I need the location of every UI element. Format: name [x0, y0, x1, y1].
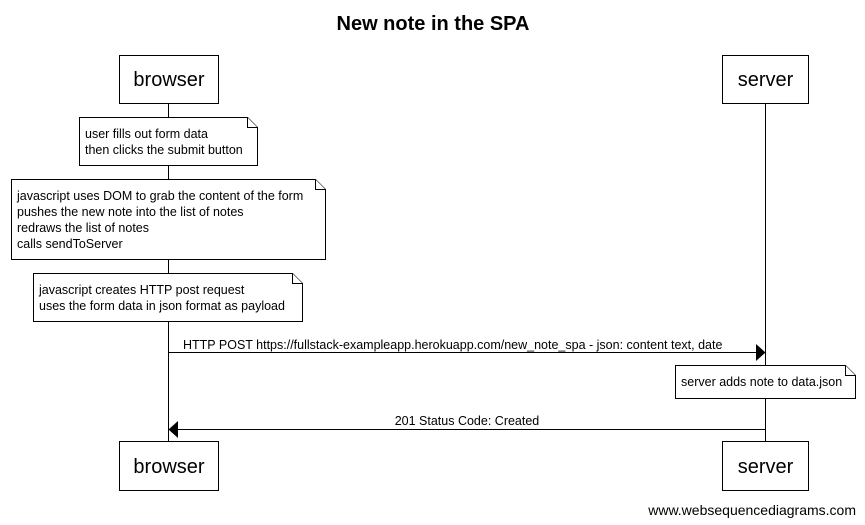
browser-actor-label: browser: [133, 456, 204, 478]
note-line: server adds note to data.json: [681, 375, 842, 389]
note-line: redraws the list of notes: [17, 221, 149, 235]
note-javascript-dom: javascript uses DOM to grab the content …: [11, 179, 326, 260]
note-line: javascript creates HTTP post request: [38, 283, 245, 297]
message-201-created: 201 Status Code: Created: [168, 414, 766, 438]
note-line: javascript uses DOM to grab the content …: [16, 189, 303, 203]
note-line: user fills out form data: [85, 127, 208, 141]
browser-actor-bottom: browser: [119, 441, 219, 491]
note-line: pushes the new note into the list of not…: [17, 205, 244, 219]
browser-actor-top: browser: [119, 55, 219, 104]
message-label: HTTP POST https://fullstack-exampleapp.h…: [183, 338, 722, 352]
server-actor-bottom: server: [722, 441, 809, 491]
note-line: calls sendToServer: [17, 237, 123, 251]
message-label: 201 Status Code: Created: [395, 414, 540, 428]
browser-actor-label: browser: [133, 69, 204, 91]
diagram-title: New note in the SPA: [337, 13, 530, 35]
server-actor-label: server: [738, 456, 794, 478]
watermark-text: www.websequencediagrams.com: [647, 502, 856, 518]
note-line: then clicks the submit button: [85, 143, 243, 157]
server-actor-label: server: [738, 69, 794, 91]
note-form-submit: user fills out form data then clicks the…: [79, 117, 258, 166]
arrow-left-icon: [168, 421, 178, 438]
note-line: uses the form data in json format as pay…: [39, 299, 285, 313]
message-http-post: HTTP POST https://fullstack-exampleapp.h…: [168, 338, 766, 361]
arrow-right-icon: [756, 344, 766, 361]
note-http-post-request: javascript creates HTTP post request use…: [33, 273, 303, 322]
note-server-adds-note: server adds note to data.json: [675, 365, 856, 399]
server-actor-top: server: [722, 55, 809, 104]
